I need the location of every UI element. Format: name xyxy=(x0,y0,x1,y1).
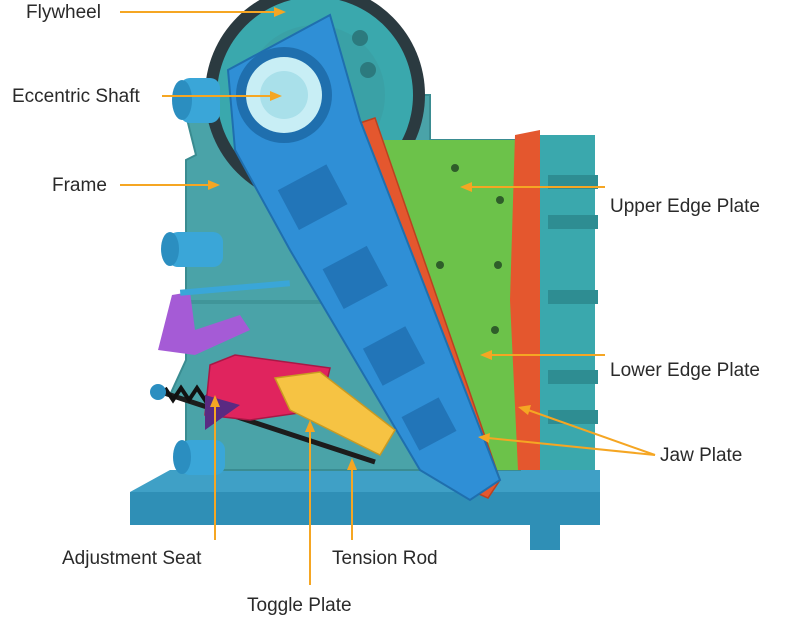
right-clamp xyxy=(535,135,598,470)
toggle-plate-label: Toggle Plate xyxy=(247,595,352,617)
flywheel-label: Flywheel xyxy=(26,2,101,24)
adjustment-seat-label: Adjustment Seat xyxy=(62,548,201,570)
lower-edge-plate-label: Lower Edge Plate xyxy=(610,360,760,382)
jaw-plate-label: Jaw Plate xyxy=(660,445,742,467)
upper-edge-plate-label: Upper Edge Plate xyxy=(610,196,760,218)
eccentric-shaft-label: Eccentric Shaft xyxy=(12,86,140,108)
frame-label: Frame xyxy=(52,175,107,197)
base-beam xyxy=(130,470,600,550)
tension-rod-label: Tension Rod xyxy=(332,548,438,570)
